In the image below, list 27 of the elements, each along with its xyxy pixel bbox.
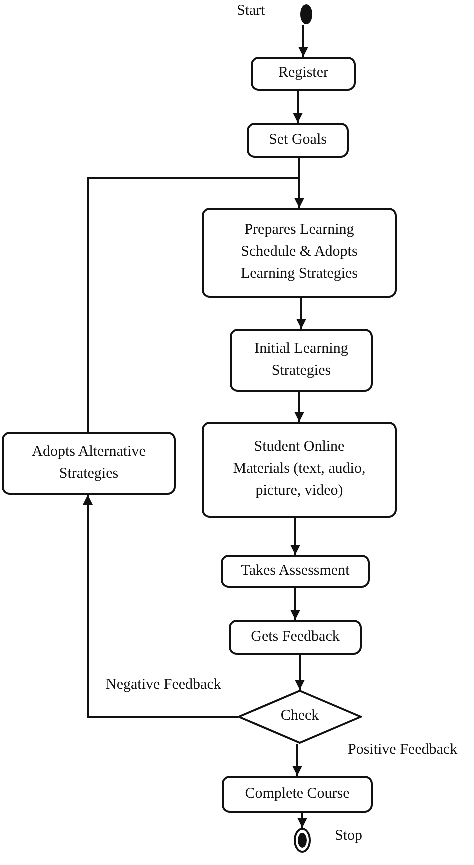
arrow [295, 655, 305, 690]
process-box: Complete Course [222, 776, 373, 813]
process-box: Initial Learning Strategies [230, 329, 373, 392]
edge-label: Negative Feedback [104, 677, 224, 694]
process-box: Register [251, 57, 356, 91]
arrow [290, 518, 300, 555]
decision-diamond [238, 690, 362, 744]
process-box: Prepares Learning Schedule & Adopts Learning Strategies [202, 208, 397, 298]
start-node [300, 4, 313, 25]
arrow [298, 25, 308, 57]
process-box: Adopts Alternative Strategies [2, 432, 176, 495]
arrow [290, 588, 300, 620]
terminal-label: Stop [335, 828, 363, 845]
arrow [298, 813, 308, 828]
process-box: Set Goals [247, 123, 349, 158]
arrow [83, 495, 238, 718]
process-box: Gets Feedback [229, 620, 362, 655]
arrow [294, 392, 304, 422]
process-box: Takes Assessment [221, 555, 370, 588]
arrow [296, 298, 306, 329]
end-node [294, 828, 311, 853]
node-label: Check [280, 707, 320, 726]
process-box: Student Online Materials (text, audio, picture, video) [202, 422, 397, 518]
terminal-label: Start [237, 3, 266, 20]
arrow [292, 744, 302, 776]
arrow [293, 91, 303, 123]
arrow [87, 177, 304, 432]
